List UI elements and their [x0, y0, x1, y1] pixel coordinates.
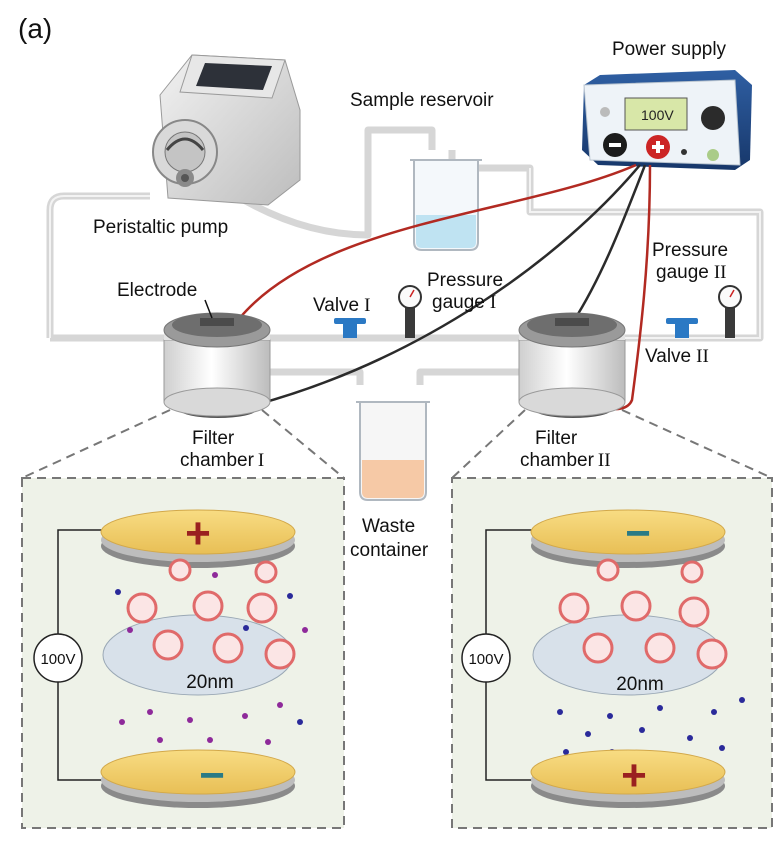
power-supply-label: Power supply — [612, 39, 727, 60]
membrane-label-one: 20nm — [186, 672, 234, 693]
waste-container-label-line1: Waste — [362, 516, 415, 537]
pressure-gauge-one-label-line1: Pressure — [427, 270, 503, 291]
bottom-plate-sign-two: + — [621, 751, 647, 800]
valve-two — [666, 318, 698, 338]
sample-reservoir-label: Sample reservoir — [350, 90, 494, 111]
wires — [237, 163, 652, 411]
valve-one — [334, 318, 366, 338]
filter-chamber-two — [518, 312, 626, 418]
power-supply: 100V — [582, 70, 752, 170]
zoom-lines — [21, 409, 773, 479]
voltage-label-one: 100V — [40, 651, 75, 668]
top-plate-sign-two: − — [625, 509, 651, 558]
voltage-label-two: 100V — [468, 651, 503, 668]
sample-reservoir-beaker — [410, 159, 482, 251]
bottom-plate-sign-one: − — [199, 751, 225, 800]
voltage-badge-two — [461, 633, 511, 683]
power-supply-display: 100V — [641, 107, 674, 123]
peristaltic-pump-label: Peristaltic pump — [93, 217, 228, 238]
waste-container-label-line2: container — [350, 540, 429, 561]
membrane-label-two: 20nm — [616, 674, 664, 695]
filter-chamber-two-label-line1: Filter — [535, 428, 578, 449]
electrode-label: Electrode — [117, 280, 197, 301]
peristaltic-pump — [152, 54, 301, 206]
pressure-gauge-two — [718, 285, 742, 338]
pressure-gauge-one — [398, 285, 422, 338]
panel-label: (a) — [18, 13, 52, 44]
pressure-gauge-two-label-line1: Pressure — [652, 240, 728, 261]
inset-panel-two: 100V − 20nm + — [451, 477, 773, 829]
inset-panel-one: 100V + 20nm — [21, 477, 345, 829]
particles-one — [115, 558, 308, 763]
filter-chamber-one — [163, 312, 271, 418]
filter-chamber-one-label-line1: Filter — [192, 428, 235, 449]
top-plate-sign-one: + — [185, 509, 211, 558]
waste-container-beaker — [356, 401, 430, 501]
voltage-badge-one — [33, 633, 83, 683]
